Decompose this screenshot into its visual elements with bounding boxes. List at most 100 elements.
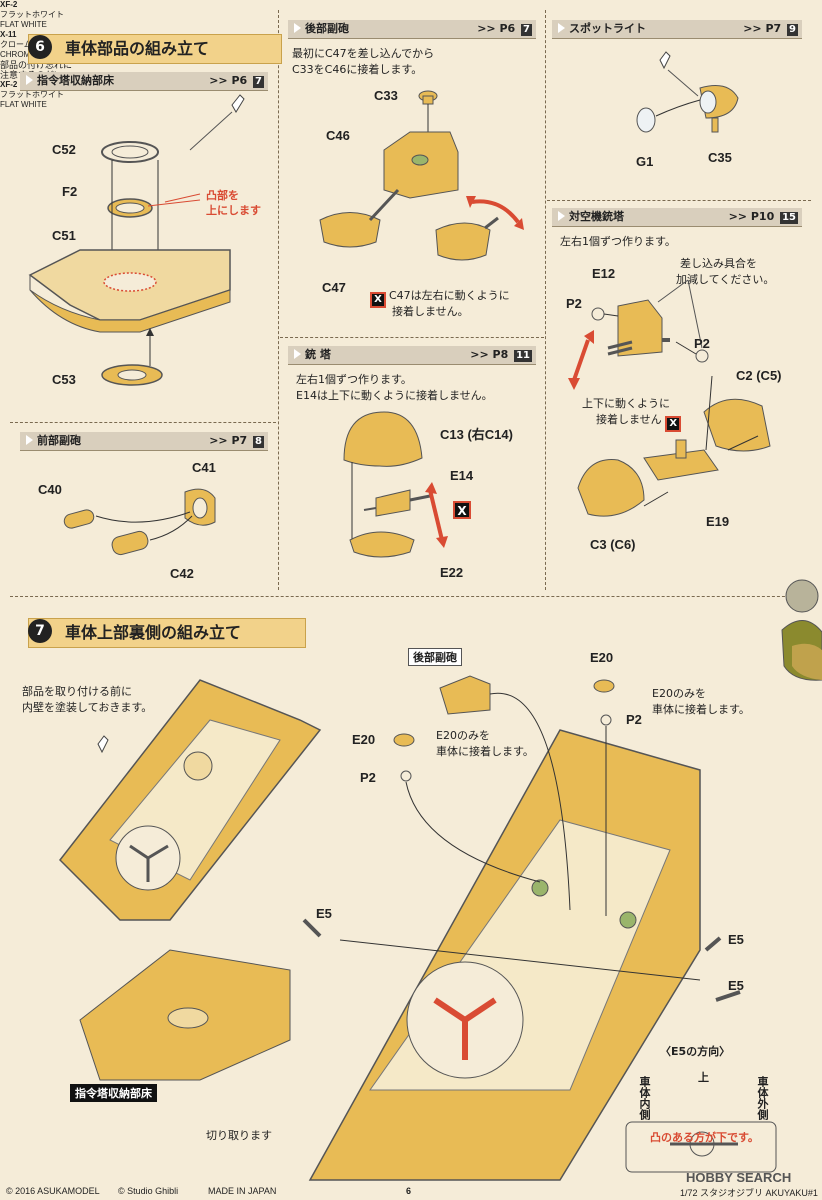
e5-note: 凸のある方が下です。 — [650, 1131, 759, 1144]
part-e20-right — [593, 679, 615, 693]
turret-header-text: 銃 塔 — [305, 348, 331, 361]
turret-header: 銃 塔 >> P8 11 — [288, 346, 536, 365]
label-p2-right: P2 — [626, 712, 642, 727]
cupola-paint-en: FLAT WHITE — [0, 20, 47, 29]
part-p2-right — [600, 714, 612, 726]
step7-paint-code: XF-2 — [0, 80, 18, 89]
step7-note-2: 内壁を塗装しておきます。 — [22, 701, 153, 714]
step7-title-text: 車体上部裏側の組み立て — [65, 623, 242, 642]
label-p2-right: P2 — [694, 336, 710, 351]
label-e5-a: E5 — [316, 906, 332, 921]
aa-turret-header-text: 対空機銃塔 — [569, 210, 624, 223]
e5-outer: 車体外側 — [756, 1076, 769, 1120]
part-c3 — [577, 459, 645, 517]
step6-title-text: 車体部品の組み立て — [65, 39, 210, 58]
aa-turret-note: 左右1個ずつ作ります。 — [560, 235, 676, 248]
step7-number: 7 — [28, 619, 52, 643]
step6-number: 6 — [28, 35, 52, 59]
tilt-arrow — [428, 489, 444, 541]
label-e22: E22 — [440, 565, 464, 580]
front-gun-header: 前部副砲 >> P7 8 — [20, 432, 268, 451]
step7-paint-jp: フラットホワイト — [0, 90, 64, 99]
e20-left-note-2: 車体に接着します。 — [436, 745, 534, 758]
label-c52: C52 — [52, 142, 76, 157]
step7-note-1: 部品を取り付ける前に — [22, 685, 132, 698]
spotlight-ref: >> P7 9 — [743, 22, 798, 36]
label-c51: C51 — [52, 228, 76, 243]
aa-turret-diagram — [568, 279, 771, 517]
aa-turret-ref: >> P10 15 — [728, 210, 798, 224]
aa-x-note-2: 接着しません X — [596, 412, 684, 432]
label-c2: C2 (C5) — [736, 368, 782, 383]
part-p2-left — [400, 770, 412, 782]
label-e5-b: E5 — [728, 932, 744, 947]
e5-top: 上 — [698, 1071, 709, 1084]
part-e14 — [375, 489, 411, 517]
cupola-floor-ref: >> P6 7 — [209, 74, 264, 88]
cupola-note-1: 凸部を — [206, 189, 239, 202]
label-c35: C35 — [708, 150, 732, 165]
cupola-paint-code: XF-2 — [0, 0, 18, 9]
footer-copyright: © 2016 ASUKAMODEL — [6, 1186, 100, 1196]
front-gun-ref: >> P7 8 — [209, 434, 264, 448]
label-e12: E12 — [592, 266, 616, 281]
rear-gun-header-text: 後部副砲 — [305, 22, 349, 35]
label-p2-left: P2 — [566, 296, 582, 311]
brush-icon — [97, 735, 109, 754]
e5-inner: 車体内側 — [638, 1076, 651, 1120]
divider-mid-mid — [280, 337, 544, 338]
e20-right-note-2: 車体に接着します。 — [652, 703, 750, 716]
part-c13 — [343, 411, 423, 467]
part-c42 — [111, 530, 149, 556]
footer-made-in: MADE IN JAPAN — [208, 1186, 277, 1196]
aa-adjust-2: 加減してください。 — [676, 273, 775, 286]
part-e12 — [617, 299, 663, 357]
rotate-arrow — [572, 339, 590, 381]
no-glue-icon — [453, 501, 471, 519]
step7-paint-en: FLAT WHITE — [0, 100, 47, 109]
cupola-floor-header-text: 指令塔収納部床 — [37, 74, 114, 87]
mascot-character — [781, 579, 822, 681]
brush-icon — [659, 51, 671, 70]
aa-turret-header: 対空機銃塔 >> P10 15 — [552, 208, 802, 227]
cupola-floor-tag: 指令塔収納部床 — [70, 1084, 157, 1102]
part-c40 — [63, 509, 95, 529]
divider-right — [545, 10, 546, 590]
label-c33: C33 — [374, 88, 398, 103]
label-c42: C42 — [170, 566, 194, 581]
triangle-icon — [558, 23, 565, 33]
divider-left — [278, 10, 279, 590]
footer-ghibli: © Studio Ghibli — [118, 1186, 179, 1196]
rotate-arrow — [471, 199, 520, 224]
part-rear-gun — [439, 675, 491, 715]
part-c2 — [703, 398, 771, 452]
step7-title: 車体上部裏側の組み立て — [28, 618, 306, 648]
aa-x-note-1: 上下に動くように — [582, 397, 670, 410]
e20-right-note-1: E20のみを — [652, 687, 706, 700]
spotlight-header-text: スポットライト — [569, 22, 646, 35]
triangle-icon — [26, 435, 33, 445]
label-c13: C13 (右C14) — [440, 427, 513, 442]
rear-gun-header: 後部副砲 >> P6 7 — [288, 20, 536, 39]
no-glue-icon: X — [665, 416, 682, 432]
label-e20-left: E20 — [352, 732, 376, 747]
e5-direction-box — [625, 1121, 777, 1173]
cupola-floor-header: 指令塔収納部床 >> P6 7 — [20, 72, 268, 91]
rear-gun-diagram — [319, 90, 524, 261]
step6-title: 車体部品の組み立て — [28, 34, 282, 64]
mascot-note-1: 部品の付け忘れに — [0, 60, 73, 70]
e20-left-note-1: E20のみを — [436, 729, 490, 742]
label-c46: C46 — [326, 128, 350, 143]
part-c47 — [319, 212, 381, 248]
label-f2: F2 — [62, 184, 78, 199]
footer-watermark: HOBBY SEARCH — [686, 1170, 792, 1185]
part-g1 — [636, 107, 656, 133]
turret-diagram: X — [343, 411, 471, 558]
label-p2-left: P2 — [360, 770, 376, 785]
no-glue-icon: X — [370, 292, 386, 308]
part-e22 — [349, 531, 415, 558]
label-c3: C3 (C6) — [590, 537, 636, 552]
divider-step — [10, 596, 810, 597]
cupola-floor-diagram — [28, 94, 245, 386]
